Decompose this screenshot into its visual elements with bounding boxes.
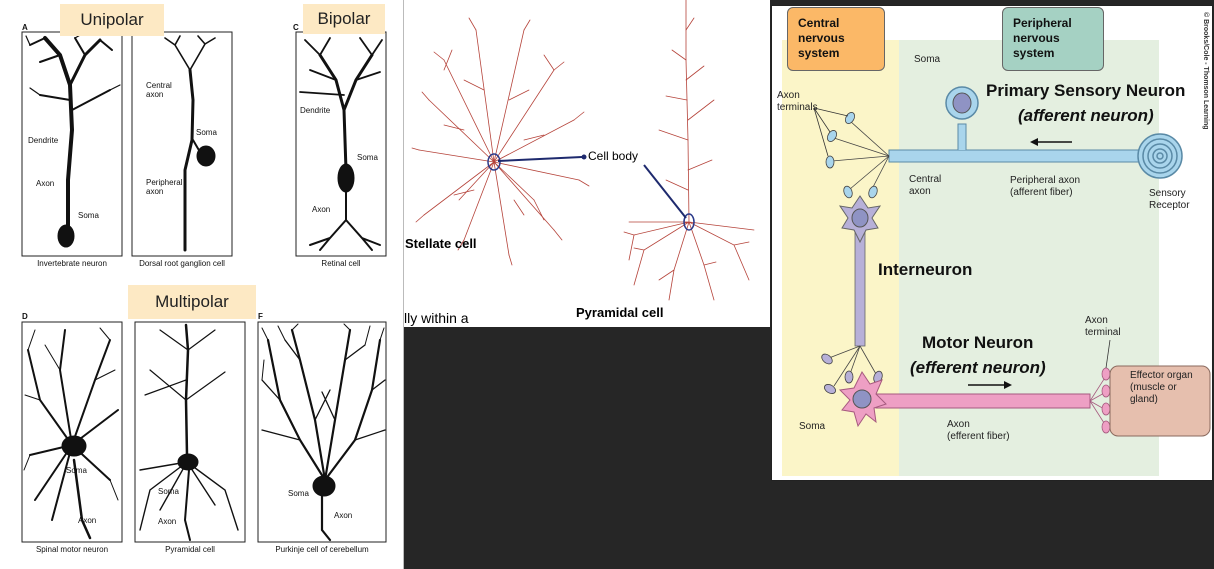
pyramidal-neuron-drawing xyxy=(623,0,755,301)
label-soma-c: Soma xyxy=(357,153,378,162)
stellate-cell-drawing xyxy=(411,17,590,266)
panel-letter-a: A xyxy=(22,23,28,32)
effector-organ-box xyxy=(1109,365,1211,437)
label-peripheral-axon-line: Peripheral xyxy=(146,178,183,187)
label-axon-d: Axon xyxy=(78,516,96,525)
interneuron xyxy=(821,195,883,394)
sensory-neuron xyxy=(813,86,1183,199)
caption-retinal: Retinal cell xyxy=(321,259,360,268)
motor-nucleus xyxy=(852,389,872,409)
label-axon-f: Axon xyxy=(334,511,352,520)
frame-b xyxy=(131,31,233,257)
label-dendrite-c: Dendrite xyxy=(300,106,331,115)
caption-purkinje: Purkinje cell of cerebellum xyxy=(275,545,369,554)
frame-e xyxy=(134,321,246,543)
label-soma-a: Soma xyxy=(78,211,99,220)
interneuron-title: Interneuron xyxy=(878,260,973,279)
caption-pyramidal: Pyramidal cell xyxy=(165,545,215,554)
interneuron-terminals xyxy=(821,345,883,394)
label-soma-b: Soma xyxy=(196,128,217,137)
motor-axon-terminals xyxy=(1089,367,1111,434)
stellate-cell-body-marker xyxy=(487,153,501,171)
stellate-pyramidal-drawing xyxy=(411,0,755,301)
frame-d xyxy=(21,321,123,543)
sensory-nucleus xyxy=(952,92,972,114)
sensory-receptor-coil xyxy=(1137,133,1183,179)
pyramidal-cell-label: Pyramidal cell xyxy=(576,305,664,320)
neuron-pathway-drawing: © Brooks/Cole - Thomson Learning xyxy=(782,12,1211,476)
frame-c xyxy=(295,31,387,257)
motor-neuron-title: Motor Neuron xyxy=(922,333,1034,352)
panel-letter-c: C xyxy=(293,23,299,32)
label-axon-a: Axon xyxy=(36,179,54,188)
pyramidal-cell-drawing xyxy=(139,323,239,541)
axon-terminal-pointer xyxy=(1105,339,1111,369)
label-central-axon-line2: axon xyxy=(146,90,163,99)
cell-body-label: Cell body xyxy=(588,149,639,163)
label-axon-c: Axon xyxy=(312,205,330,214)
label-central-axon-line: Central xyxy=(146,81,172,90)
stellate-cell-label: Stellate cell xyxy=(405,236,477,251)
caption-drg: Dorsal root ganglion cell xyxy=(139,259,225,268)
spinal-motor-neuron-drawing xyxy=(23,327,119,540)
multipolar-header: Multipolar xyxy=(128,285,256,319)
axon-terminals-pointers xyxy=(813,107,849,157)
bipolar-header: Bipolar xyxy=(303,4,385,34)
panel-letter-d: D xyxy=(22,312,28,321)
retinal-neuron-drawing xyxy=(299,37,383,251)
pyramidal-pointer-line xyxy=(643,164,687,219)
sensory-axon-terminals xyxy=(825,112,890,199)
efferent-subtitle: (efferent neuron) xyxy=(910,358,1046,377)
purkinje-cell-drawing xyxy=(261,323,386,542)
unipolar-header: Unipolar xyxy=(60,4,164,36)
panel-letter-f: F xyxy=(258,312,263,321)
label-soma-f: Soma xyxy=(288,489,309,498)
frame-f xyxy=(257,321,387,543)
copyright-text: © Brooks/Cole - Thomson Learning xyxy=(1202,12,1210,130)
interneuron-nucleus xyxy=(851,208,869,228)
label-axon-e: Axon xyxy=(158,517,176,526)
soma-bottom-label: Soma xyxy=(799,421,826,432)
caption-spinal-motor: Spinal motor neuron xyxy=(36,545,108,554)
label-dendrite-a: Dendrite xyxy=(28,136,59,145)
afferent-subtitle: (afferent neuron) xyxy=(1018,106,1154,125)
stellate-pyramidal-panel: Cell body Stellate cell Pyramidal cell l… xyxy=(404,0,770,327)
motor-neuron xyxy=(838,339,1111,434)
drg-neuron-drawing xyxy=(164,35,216,252)
efferent-arrow-head xyxy=(1004,381,1012,389)
fragment-text: lly within a xyxy=(404,310,469,326)
label-peripheral-axon-line2: axon xyxy=(146,187,163,196)
label-soma-e: Soma xyxy=(158,487,179,496)
primary-sensory-title: Primary Sensory Neuron xyxy=(986,81,1186,100)
soma-top-label: Soma xyxy=(914,54,941,65)
cell-body-dot xyxy=(581,154,587,160)
pyramidal-cell-body-marker xyxy=(683,213,695,231)
axon-efferent-label: Axon(efferent fiber) xyxy=(947,419,1010,442)
neuron-pathway-panel: © Brooks/Cole - Thomson Learning Central… xyxy=(771,5,1213,481)
caption-invertebrate: Invertebrate neuron xyxy=(37,259,107,268)
invertebrate-neuron-drawing xyxy=(25,33,121,248)
peripheral-axon-label: Peripheral axon(afferent fiber) xyxy=(1010,175,1081,198)
afferent-arrow-head xyxy=(1030,138,1038,146)
label-soma-d: Soma xyxy=(66,466,87,475)
stellate-pointer-line xyxy=(497,156,583,162)
